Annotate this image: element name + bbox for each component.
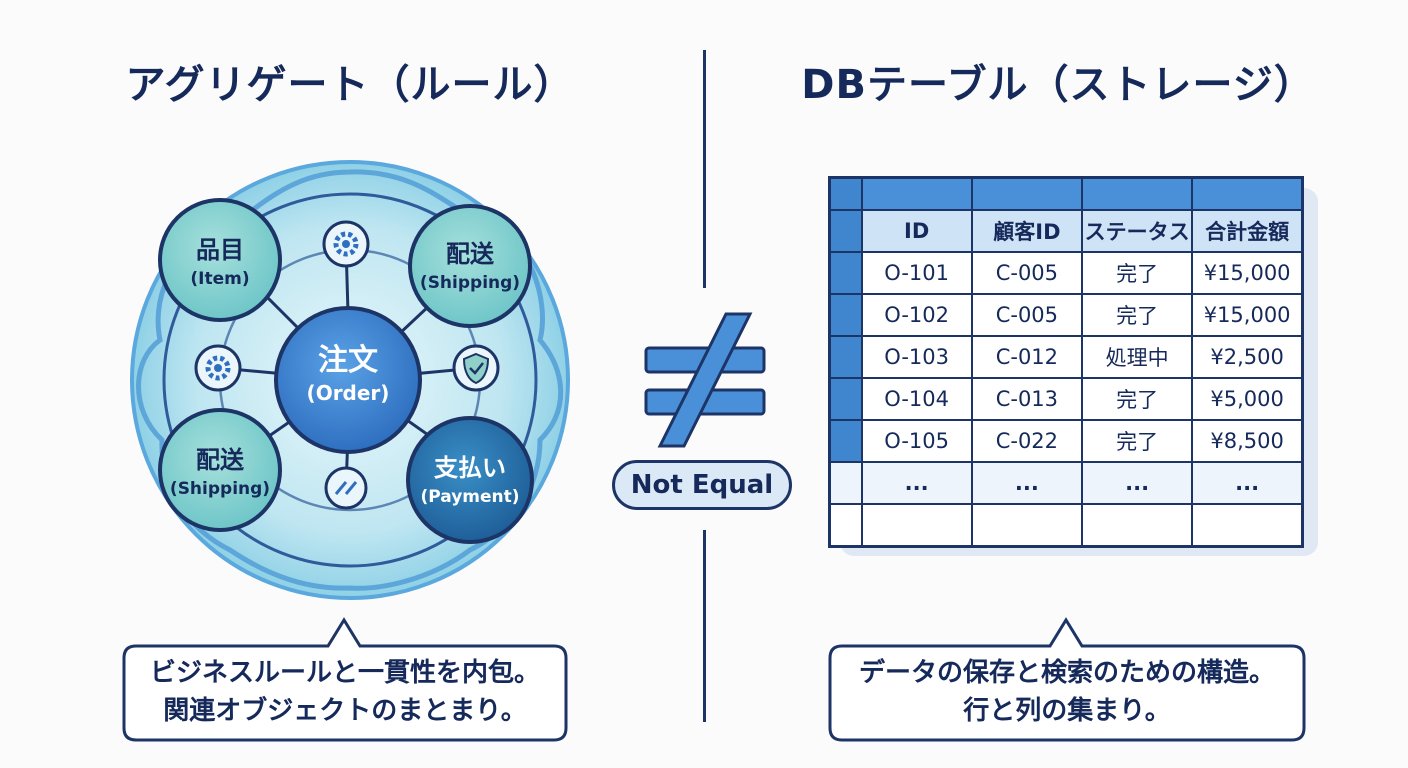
- table-cell: C-022: [970, 419, 1084, 463]
- table-row: ... ... ... ...: [828, 461, 1304, 505]
- divider-top: [703, 50, 706, 288]
- table-cell: 完了: [1080, 419, 1194, 463]
- node-payment-label: 支払い: [434, 454, 506, 482]
- link-icon: [324, 466, 368, 510]
- table-cell: ...: [1191, 461, 1304, 505]
- table-cell: ¥2,500: [1191, 335, 1304, 379]
- table-row: O-101 C-005 完了 ¥15,000: [828, 251, 1304, 295]
- node-payment: [406, 416, 534, 544]
- node-order-sub: (Order): [307, 381, 390, 405]
- table-header-customer-id: 顧客ID: [970, 209, 1084, 253]
- gear-icon: [322, 220, 370, 268]
- node-shipping-bottom: [158, 408, 282, 532]
- node-item: [158, 198, 282, 322]
- node-shipping-top-label: 配送: [446, 240, 495, 268]
- table-cell: ...: [970, 461, 1084, 505]
- table-cell: O-103: [860, 335, 973, 379]
- gear-icon: [194, 344, 242, 392]
- not-equal-badge: Not Equal: [612, 460, 792, 510]
- table-row: O-102 C-005 完了 ¥15,000: [828, 293, 1304, 337]
- aggregate-callout-line-1: ビジネスルールと一貫性を内包。: [149, 658, 540, 688]
- divider-bottom: [703, 530, 706, 722]
- table-cell: C-012: [970, 335, 1084, 379]
- table-cell: ¥15,000: [1191, 293, 1304, 337]
- db-table-callout: データの保存と検索のための構造。 行と列の集まり。: [828, 612, 1306, 742]
- table-row: O-103 C-012 処理中 ¥2,500: [828, 335, 1304, 379]
- shield-check-icon: [452, 344, 500, 392]
- table-cell: O-102: [860, 293, 973, 337]
- aggregate-callout: ビジネスルールと一貫性を内包。 関連オブジェクトのまとまり。: [122, 612, 568, 742]
- table-cell: O-104: [860, 377, 973, 421]
- aggregate-callout-line-2: 関連オブジェクトのまとまり。: [163, 696, 527, 726]
- db-table: ID 顧客ID ステータス 合計金額 O-101 C-005 完了 ¥15,00…: [828, 176, 1304, 548]
- db-table-callout-line-2: 行と列の集まり。: [963, 696, 1171, 726]
- aggregate-blob: [136, 169, 564, 591]
- table-cell: ...: [1080, 461, 1194, 505]
- table-cell: C-005: [970, 293, 1084, 337]
- table-cell: ¥15,000: [1191, 251, 1304, 295]
- table-cell: 処理中: [1080, 335, 1194, 379]
- table-cell: O-105: [860, 419, 973, 463]
- not-equal-icon: [644, 312, 766, 448]
- table-cell: C-013: [970, 377, 1084, 421]
- db-table-callout-line-1: データの保存と検索のための構造。: [858, 658, 1275, 688]
- table-header-id: ID: [860, 209, 973, 253]
- node-shipping-top-sub: (Shipping): [420, 273, 520, 293]
- table-cell: ¥5,000: [1191, 377, 1304, 421]
- aggregate-title: アグリゲート（ルール）: [125, 62, 575, 108]
- table-row: O-104 C-013 完了 ¥5,000: [828, 377, 1304, 421]
- table-header-total: 合計金額: [1191, 209, 1304, 253]
- table-cell: 完了: [1080, 293, 1194, 337]
- table-cell: C-005: [970, 251, 1084, 295]
- table-cell: ...: [860, 461, 973, 505]
- aggregate-diagram: 品目 (Item) 配送 (Shipping) 配送 (Shipping) 支払…: [130, 160, 570, 600]
- node-payment-sub: (Payment): [420, 487, 519, 507]
- table-header-status: ステータス: [1080, 209, 1194, 253]
- node-item-sub: (Item): [190, 269, 249, 289]
- node-order-label: 注文: [318, 343, 378, 378]
- node-shipping-top: [408, 204, 532, 328]
- table-cell: 完了: [1080, 251, 1194, 295]
- table-row: O-105 C-022 完了 ¥8,500: [828, 419, 1304, 463]
- db-table-title: DBテーブル（ストレージ）: [801, 62, 1315, 108]
- node-shipping-bottom-sub: (Shipping): [170, 479, 270, 499]
- table-cell: 完了: [1080, 377, 1194, 421]
- node-shipping-bottom-label: 配送: [196, 446, 245, 474]
- table-cell: O-101: [860, 251, 973, 295]
- table-row-empty: [828, 503, 1304, 548]
- node-item-label: 品目: [196, 236, 244, 264]
- node-order: [274, 306, 422, 454]
- table-cell: ¥8,500: [1191, 419, 1304, 463]
